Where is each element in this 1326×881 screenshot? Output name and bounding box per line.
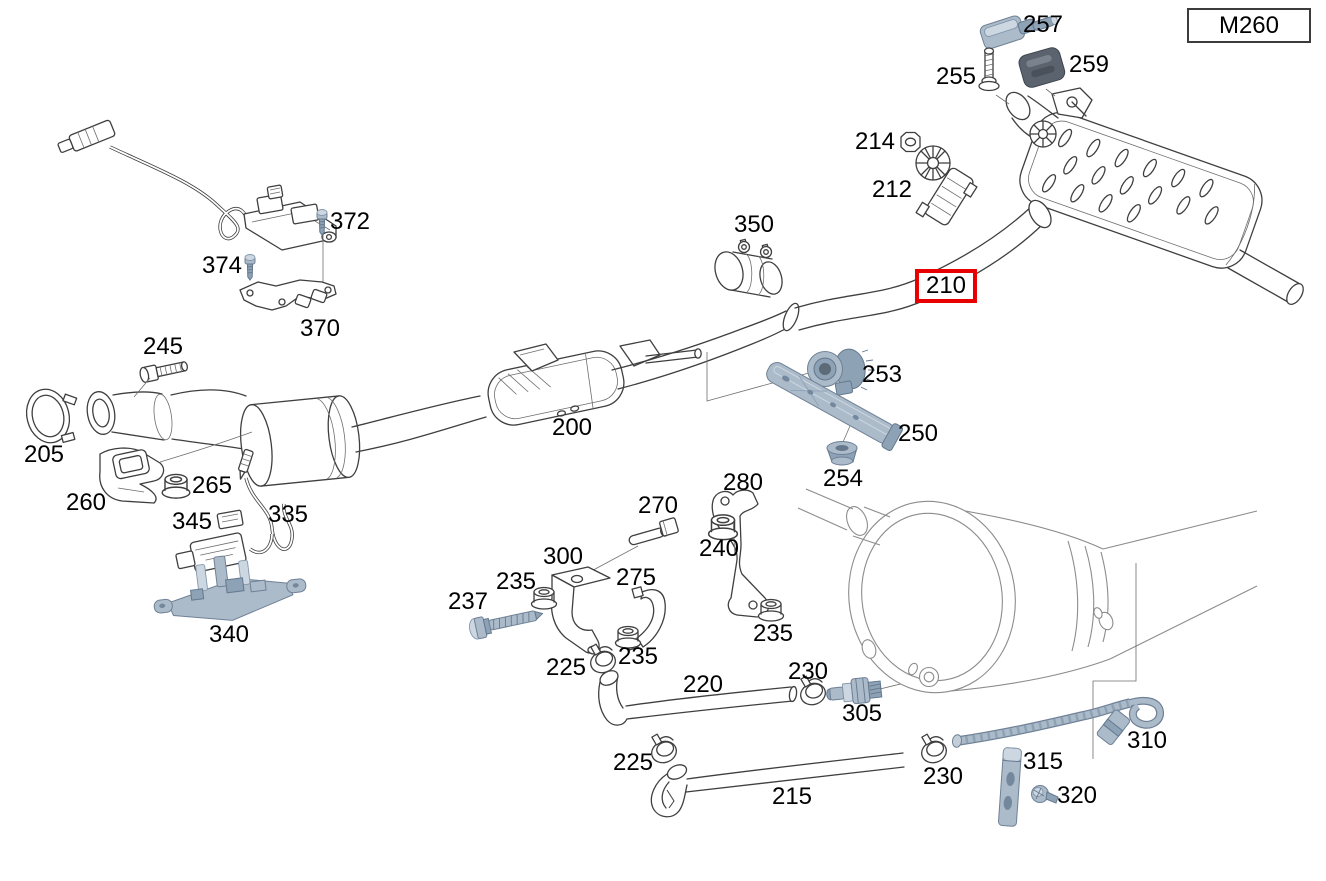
part-label-214-13[interactable]: 214 [854,128,896,155]
bracket-plate-340-drawing [153,555,307,621]
part-label-370-2[interactable]: 370 [299,315,341,342]
part-label-257-15[interactable]: 257 [1022,11,1064,38]
part-label-210-12[interactable]: 210 [914,269,978,303]
pipe-210-drawing [794,205,1044,331]
clip-345-drawing [216,509,244,530]
bolt-245-drawing [133,361,189,398]
part-label-315-38[interactable]: 315 [1022,748,1064,775]
screw-320-drawing [1031,785,1059,804]
part-label-212-14[interactable]: 212 [871,176,913,203]
part-label-345-7[interactable]: 345 [171,508,213,535]
clamp-230-drawing-2 [918,733,950,767]
part-label-374-1[interactable]: 374 [201,252,243,279]
part-label-235-29[interactable]: 235 [752,620,794,647]
rear-muffler-drawing [1005,87,1304,305]
part-label-350-11[interactable]: 350 [733,211,775,238]
flex-hose-310-drawing [951,696,1164,748]
part-label-205-4[interactable]: 205 [23,441,65,468]
bracket-370-drawing [239,233,337,311]
part-label-372-0[interactable]: 372 [329,208,371,235]
part-label-270-22[interactable]: 270 [637,492,679,519]
part-label-240-23[interactable]: 240 [698,535,740,562]
nut-214-drawing [900,131,921,153]
nut-265-drawing [161,473,191,499]
part-label-237-27[interactable]: 237 [447,588,489,615]
part-label-200-10[interactable]: 200 [551,414,593,441]
part-label-235-28[interactable]: 235 [617,643,659,670]
clamp-205-drawing [25,388,78,444]
part-label-215-37[interactable]: 215 [771,783,813,810]
oxygen-sensor-drawing [57,119,337,251]
part-label-260-5[interactable]: 260 [65,489,107,516]
part-label-220-31[interactable]: 220 [682,671,724,698]
part-label-300-24[interactable]: 300 [542,543,584,570]
part-label-245-3[interactable]: 245 [142,333,184,360]
particulate-filter-drawing [797,488,1258,759]
fitting-305-drawing [826,677,922,705]
screw-255-drawing [978,47,1010,105]
grommet-254-drawing [826,441,858,466]
pin-270-drawing [583,517,679,576]
part-label-280-21[interactable]: 280 [722,469,764,496]
rubber-mount-259-drawing [1018,47,1066,97]
part-label-230-36[interactable]: 230 [922,763,964,790]
clamps-350-drawing [714,238,783,298]
part-label-225-35[interactable]: 225 [612,749,654,776]
part-label-320-39[interactable]: 320 [1056,782,1098,809]
part-label-305-33[interactable]: 305 [841,700,883,727]
pipe-220-drawing [598,670,798,726]
part-label-265-6[interactable]: 265 [191,472,233,499]
part-label-250-19[interactable]: 250 [897,420,939,447]
mount-300-drawing [550,566,611,655]
bolt-237-drawing [469,610,544,640]
flap-actuator-212-drawing [915,145,978,226]
hanger-bracket-250-drawing [766,362,904,451]
part-label-259-17[interactable]: 259 [1068,51,1110,78]
middle-muffler-200-drawing [487,302,800,426]
model-code-plate: M260 [1187,8,1311,43]
screw-374-drawing [244,254,256,281]
clamp-225-drawing-2 [648,733,680,767]
part-label-254-20[interactable]: 254 [822,465,864,492]
part-label-253-18[interactable]: 253 [861,361,903,388]
pipe-215-drawing [650,752,905,818]
part-label-225-30[interactable]: 225 [545,654,587,681]
part-label-255-16[interactable]: 255 [935,63,977,90]
part-label-230-32[interactable]: 230 [787,658,829,685]
part-label-335-8[interactable]: 335 [267,501,309,528]
part-label-235-26[interactable]: 235 [495,568,537,595]
model-code-text: M260 [1218,11,1280,39]
bracket-260-drawing [99,447,165,504]
bracket-315-drawing [998,747,1022,827]
part-label-275-25[interactable]: 275 [615,564,657,591]
rubber-mount-253-drawing [807,348,875,396]
part-label-340-9[interactable]: 340 [208,621,250,648]
hanger-pin-257-drawing [979,15,1058,50]
part-label-310-34[interactable]: 310 [1126,727,1168,754]
